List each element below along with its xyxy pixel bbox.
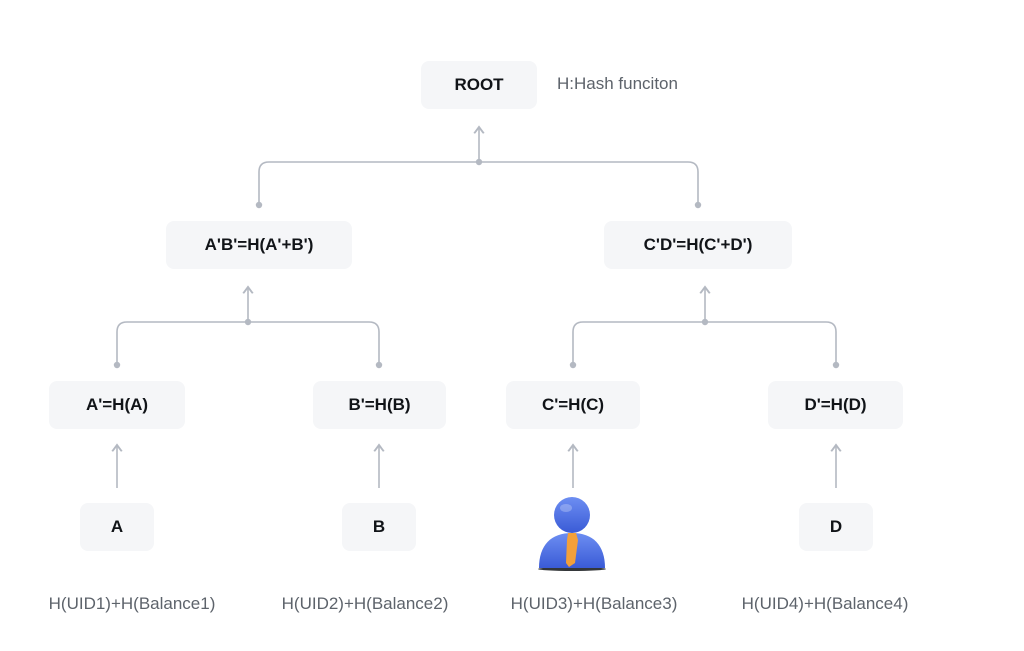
node-ab-hash: A'B'=H(A'+B')	[166, 221, 352, 269]
leaf-d: D	[799, 503, 873, 551]
connector-root-bracket	[258, 161, 699, 204]
node-cd-hash: C'D'=H(C'+D')	[604, 221, 792, 269]
node-c-prime: C'=H(C)	[506, 381, 640, 429]
caption-uid3: H(UID3)+H(Balance3)	[510, 594, 678, 613]
node-d-prime: D'=H(D)	[768, 381, 903, 429]
caption-uid4: H(UID4)+H(Balance4)	[741, 594, 909, 613]
legend-hash-function: H:Hash funciton	[557, 74, 678, 93]
node-b-prime: B'=H(B)	[313, 381, 446, 429]
caption-uid2: H(UID2)+H(Balance2)	[281, 594, 449, 613]
connector-cd-bracket	[572, 321, 837, 364]
user-avatar-icon	[531, 493, 613, 571]
connector-ab-bracket	[116, 321, 380, 364]
leaf-a: A	[80, 503, 154, 551]
root-node: ROOT	[421, 61, 537, 109]
node-a-prime: A'=H(A)	[49, 381, 185, 429]
caption-uid1: H(UID1)+H(Balance1)	[48, 594, 216, 613]
leaf-b: B	[342, 503, 416, 551]
